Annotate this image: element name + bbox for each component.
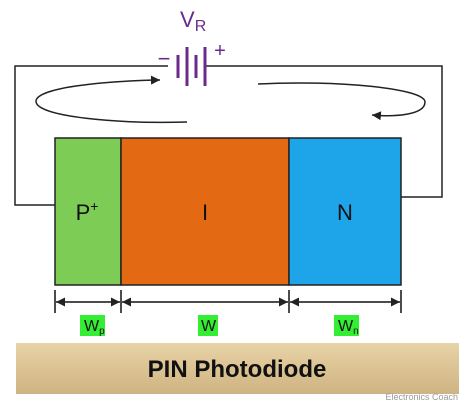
wn-label-background [334,315,359,336]
current-flow-arrow-right [257,82,426,121]
wn-label-sub: n [353,326,359,337]
wp-label-main: W [84,318,100,335]
diagram-title: PIN Photodiode [148,356,327,383]
circuit-wire-right [206,65,443,198]
wp-label-background [80,315,105,336]
title-banner [16,343,459,394]
battery-label-sub: R [195,18,207,35]
intrinsic-region-label: I [202,200,208,225]
p-region-label-sup: + [90,198,98,214]
p-region-label: P+ [76,198,99,225]
wp-label-sub: p [99,326,105,337]
circuit-wire-left [14,65,168,206]
n-region [288,137,402,286]
current-flow-arrow-left [35,75,188,124]
p-region [54,137,122,286]
wn-label-main: W [338,318,354,335]
battery-plus-sign: + [214,40,226,62]
w-label-main: W [201,318,217,335]
w-label-background [198,315,218,336]
wn-label: Wn [338,318,359,337]
n-region-label: N [337,200,353,225]
battery-symbol [176,47,207,86]
battery-label: VR [180,7,206,35]
w-label: W [201,318,217,335]
p-region-label-main: P [76,200,91,225]
width-dimension-lines [54,290,402,313]
battery-label-main: V [180,7,195,32]
watermark: Electronics Coach [385,392,458,402]
battery-minus-sign: − [158,46,171,71]
wp-label: Wp [84,318,105,337]
